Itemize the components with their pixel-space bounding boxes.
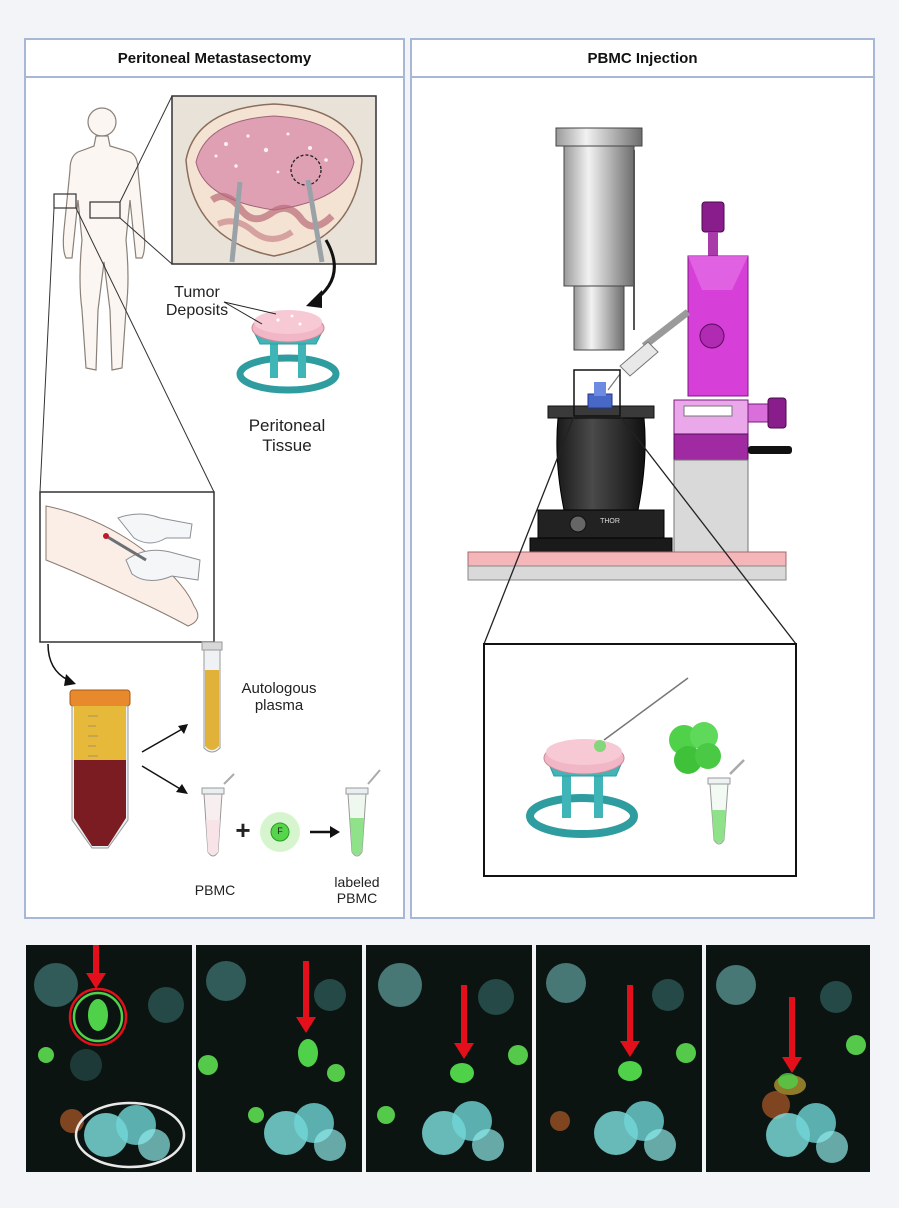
eppendorf-tube-icon (707, 759, 745, 845)
micromanipulator-icon (673, 201, 792, 461)
right-panel-title: PBMC Injection (412, 40, 873, 78)
needle-holder-icon (607, 309, 691, 391)
green-cell-cluster-icon (669, 722, 721, 774)
arm-marker (53, 193, 77, 209)
arrow-down-right-icon (176, 784, 188, 794)
blood-tube-icon (69, 689, 131, 849)
needle (603, 677, 689, 741)
microscopy-frame-1 (26, 945, 192, 1172)
red-arrow-icon (454, 1043, 474, 1059)
left-panel: Peritoneal Metastasectomy (24, 38, 405, 919)
microscopy-frame-4 (536, 945, 702, 1172)
stage-brand-label: THOR (600, 518, 620, 525)
red-arrow-icon (782, 1057, 802, 1073)
plasma-tube-icon (201, 641, 223, 753)
injection-zoom-inset (483, 643, 797, 877)
blood-draw-inset (39, 491, 215, 643)
zoom-region (573, 369, 621, 417)
human-body-icon (62, 107, 146, 371)
labeled-pbmc-label: labeled PBMC (334, 874, 380, 907)
left-panel-title: Peritoneal Metastasectomy (26, 40, 403, 78)
autologous-plasma-label: Autologous plasma (241, 680, 317, 715)
tissue-holder-icon (236, 310, 340, 394)
peritoneal-tissue-label: Peritoneal Tissue (248, 416, 326, 455)
plus-sign: + (235, 815, 251, 845)
fluor-tag-label: F (277, 826, 283, 836)
microscopy-timelapse-strip (26, 945, 870, 1172)
red-arrow-icon (296, 1017, 316, 1033)
arrow-up-right-icon (178, 724, 188, 734)
abdomen-marker (89, 201, 121, 219)
arrow-right-icon (330, 826, 340, 838)
red-arrow-icon (86, 973, 106, 989)
injection-rig-illustration (467, 127, 797, 877)
microscopy-frame-2 (196, 945, 362, 1172)
objective-lens-icon (555, 127, 643, 351)
labeled-pbmc-tube-icon (345, 769, 381, 857)
xy-stage-icon (529, 382, 673, 553)
red-arrow-icon (620, 1041, 640, 1057)
pbmc-tube-icon (201, 773, 235, 857)
arrow-down-icon (64, 674, 76, 686)
tumor-deposits-label: Tumor Deposits (165, 284, 229, 320)
surgery-inset (171, 95, 377, 265)
microscopy-frame-5 (706, 945, 870, 1172)
right-panel: PBMC Injection (410, 38, 875, 919)
pbmc-label: PBMC (194, 882, 236, 898)
sample-dish-icon (587, 393, 613, 409)
base-plate-bottom (467, 565, 787, 581)
metastasectomy-illustration (39, 95, 381, 857)
curved-arrow-icon (306, 290, 322, 308)
fluorescent-dye-icon (270, 822, 290, 842)
support-column (673, 459, 749, 553)
microscopy-frame-3 (366, 945, 532, 1172)
